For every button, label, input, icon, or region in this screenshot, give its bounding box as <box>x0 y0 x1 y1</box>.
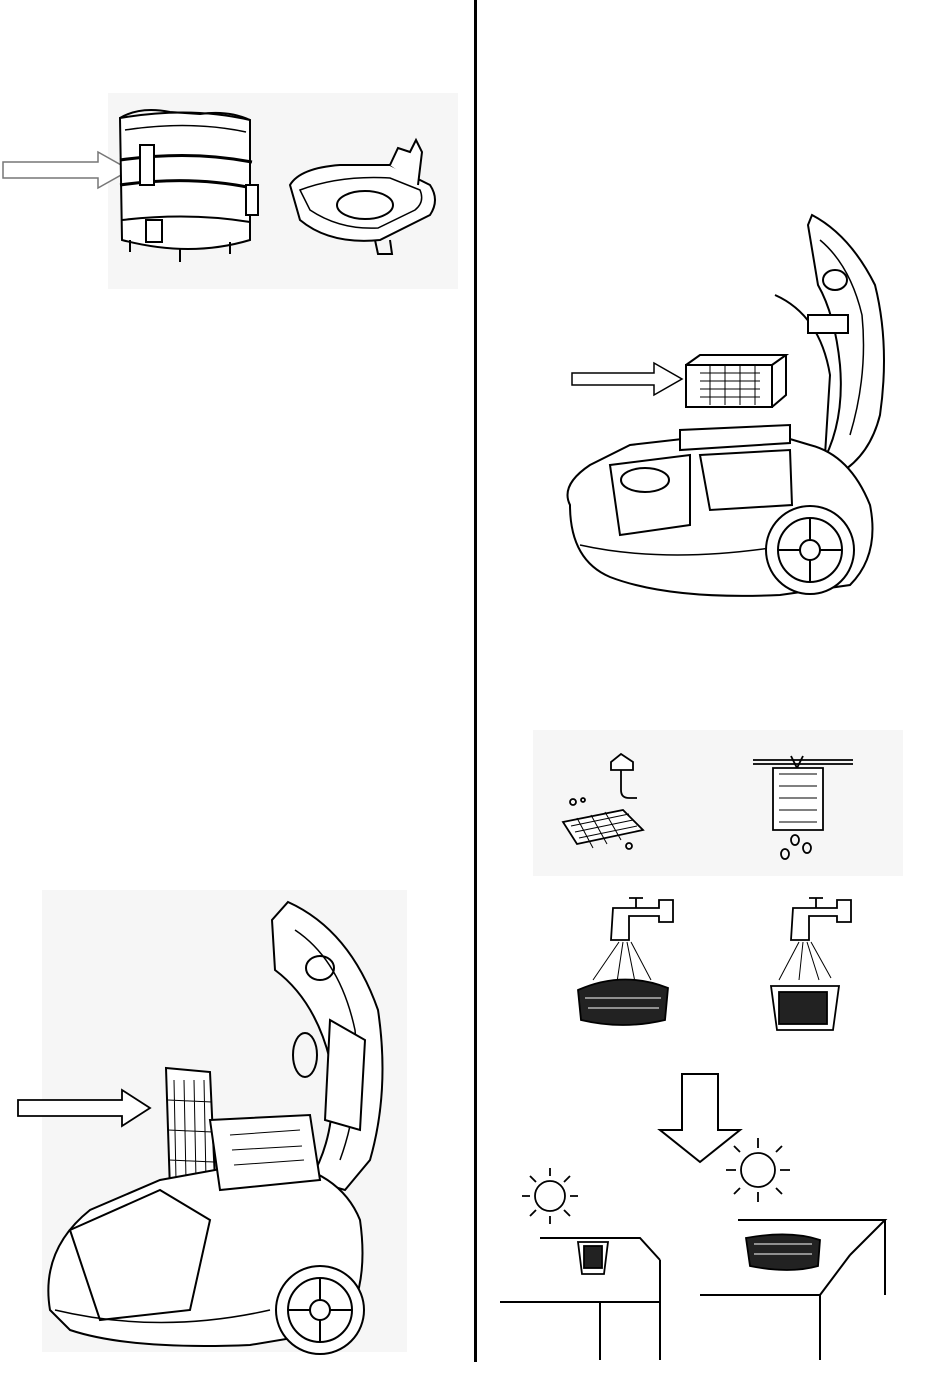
page-column-divider <box>474 0 477 1362</box>
filter-drying-illustration <box>500 1070 920 1362</box>
faucet-icon <box>611 898 673 940</box>
exhaust-filter-illustration <box>550 205 895 605</box>
sun-icon <box>522 1168 578 1224</box>
arrow-right-icon <box>18 1090 150 1126</box>
faucet-icon <box>611 754 637 798</box>
arrow-right-icon <box>572 363 682 395</box>
motor-filter-illustration <box>10 890 410 1360</box>
sun-icon <box>726 1138 790 1202</box>
arrow-right-icon <box>3 152 130 188</box>
faucet-icon <box>791 898 851 940</box>
filter-washing-illustration <box>533 730 903 1050</box>
dust-container-illustration <box>0 90 470 300</box>
